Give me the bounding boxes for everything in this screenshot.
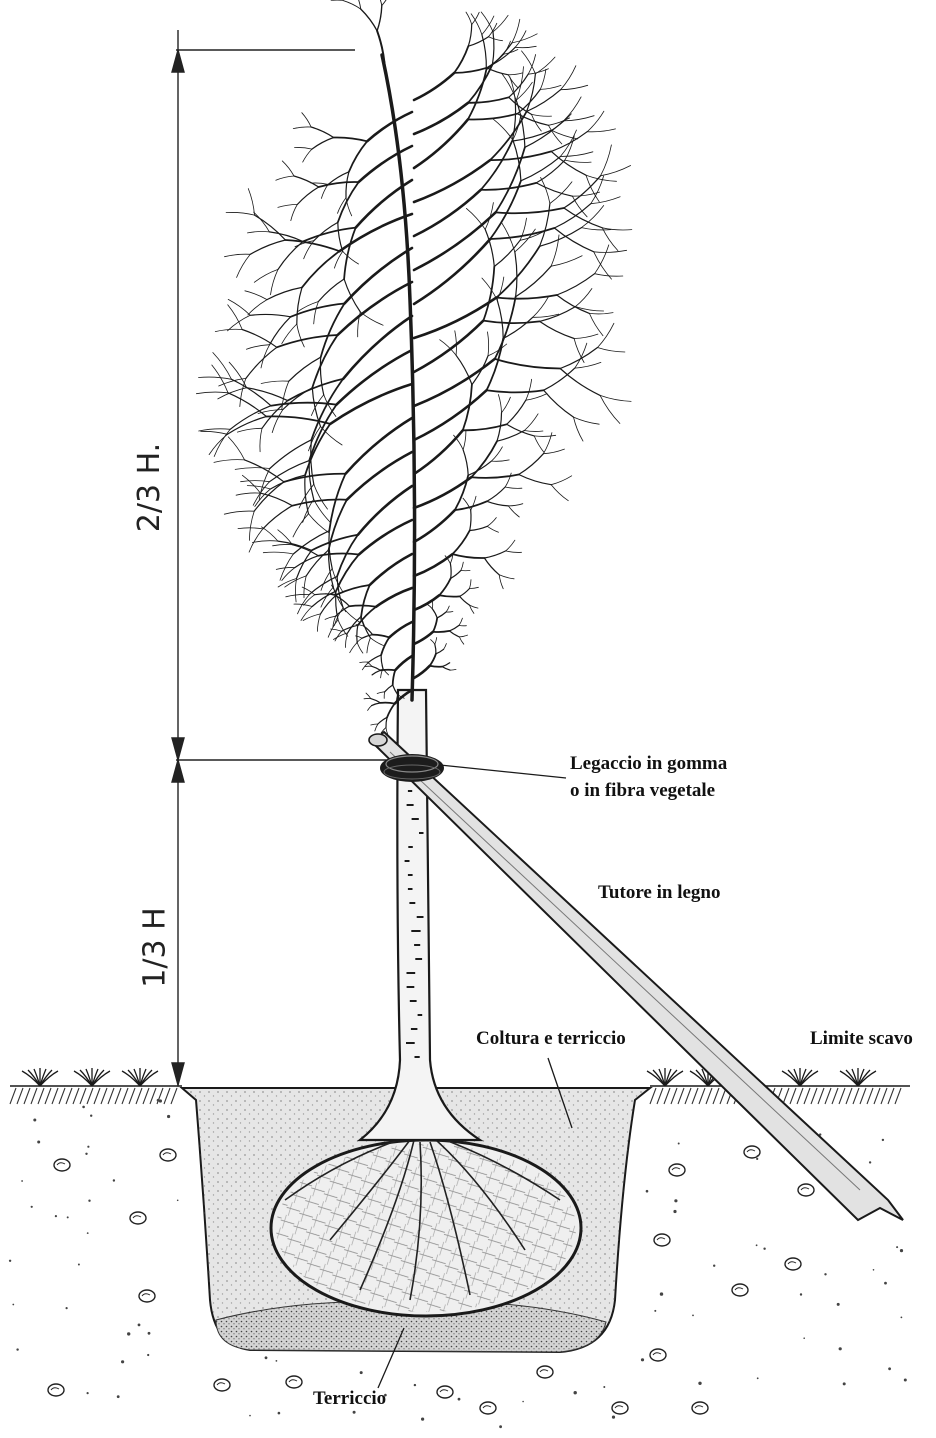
label-coltura: Coltura e terriccio	[476, 1028, 626, 1051]
dimension-lower-label: 1/3 H	[138, 907, 173, 987]
tree-crown	[196, 0, 631, 735]
label-tutore: Tutore in legno	[598, 882, 720, 905]
label-legaccio-line2: o in fibra vegetale	[570, 780, 727, 803]
dimension-lines	[172, 30, 420, 1085]
rubber-tie	[380, 754, 444, 782]
label-legaccio: Legaccio in gomma o in fibra vegetale	[570, 753, 727, 803]
label-limite: Limite scavo	[810, 1028, 913, 1051]
label-legaccio-line1: Legaccio in gomma	[570, 753, 727, 776]
label-terriccio: Terriccio	[313, 1388, 386, 1411]
dimension-upper-label: 2/3 H.	[132, 443, 167, 532]
